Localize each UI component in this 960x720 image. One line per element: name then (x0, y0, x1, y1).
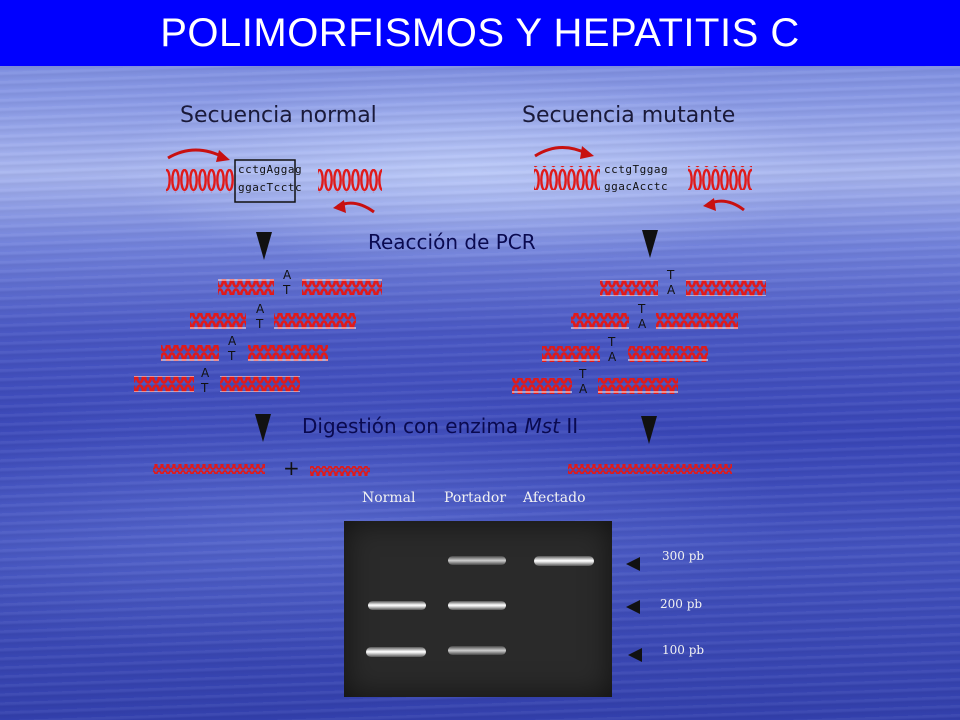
slide-title: POLIMORFISMOS Y HEPATITIS C (160, 11, 800, 55)
base-letter: T (608, 335, 616, 349)
lane-label-normal: Normal (362, 490, 416, 506)
down-arrow-icon (255, 414, 271, 442)
normal-sequence-label: Secuencia normal (180, 103, 377, 128)
base-letter: A (667, 283, 676, 297)
pcr-reaction-label: Reacción de PCR (368, 230, 536, 254)
down-arrow-icon (642, 230, 658, 258)
base-letter: T (201, 381, 209, 395)
primer-arrow-head (580, 146, 594, 159)
digestion-text: Digestión con enzima (302, 414, 525, 438)
base-letter: A (638, 317, 647, 331)
gel-band (448, 556, 506, 565)
base-letter: T (667, 268, 675, 282)
base-letter: A (608, 350, 617, 364)
primer-arrow-head (333, 200, 346, 213)
base-letter: A (579, 382, 588, 396)
mutant-sequence-top: cctgTggag (604, 163, 669, 176)
arrowhead-icon (626, 557, 640, 571)
digestion-fragments (153, 464, 732, 476)
mutant-pcr-products (512, 280, 766, 394)
primer-arrow-head (703, 198, 716, 211)
size-marker-arrows (626, 557, 642, 662)
primer-arrow-head (216, 150, 230, 162)
gel-band (448, 646, 506, 655)
mutant-sequence-label: Secuencia mutante (522, 103, 736, 128)
base-letter: A (283, 268, 292, 282)
mutant-sequence-bottom: ggacAcctc (604, 180, 669, 193)
base-letter: T (638, 302, 646, 316)
normal-sequence-top: cctgAggag (238, 163, 303, 176)
gel-band (448, 601, 506, 610)
size-label-300: 300 pb (662, 549, 705, 563)
arrowhead-icon (628, 648, 642, 662)
enzyme-suffix: II (559, 414, 579, 438)
gel-band (368, 601, 426, 610)
base-letter: T (228, 349, 236, 363)
base-letter: A (201, 366, 210, 380)
down-arrow-icon (641, 416, 657, 444)
title-bar: POLIMORFISMOS Y HEPATITIS C (0, 0, 960, 66)
enzyme-name: Mst (524, 414, 560, 438)
normal-pcr-products (134, 279, 382, 392)
mutant-dna-helix (534, 166, 752, 190)
arrowhead-icon (626, 600, 640, 614)
gel-band (366, 647, 426, 657)
base-letter: T (579, 367, 587, 381)
base-letter: T (256, 317, 264, 331)
base-letter: T (283, 283, 291, 297)
plus-sign: + (283, 456, 300, 480)
size-label-200: 200 pb (660, 597, 703, 611)
base-letter: A (228, 334, 237, 348)
primer-arrow (534, 146, 589, 158)
normal-dna-helix (166, 159, 382, 203)
normal-sequence-bottom: ggacTcctc (238, 181, 303, 194)
digestion-label: Digestión con enzima Mst II (302, 414, 578, 438)
lane-label-afectado: Afectado (523, 490, 586, 506)
lane-label-portador: Portador (444, 490, 507, 506)
size-label-100: 100 pb (662, 643, 705, 657)
electrophoresis-gel (344, 521, 612, 697)
down-arrow-icon (256, 232, 272, 260)
base-letter: A (256, 302, 265, 316)
gel-band (534, 556, 594, 566)
primer-arrow (167, 148, 226, 160)
